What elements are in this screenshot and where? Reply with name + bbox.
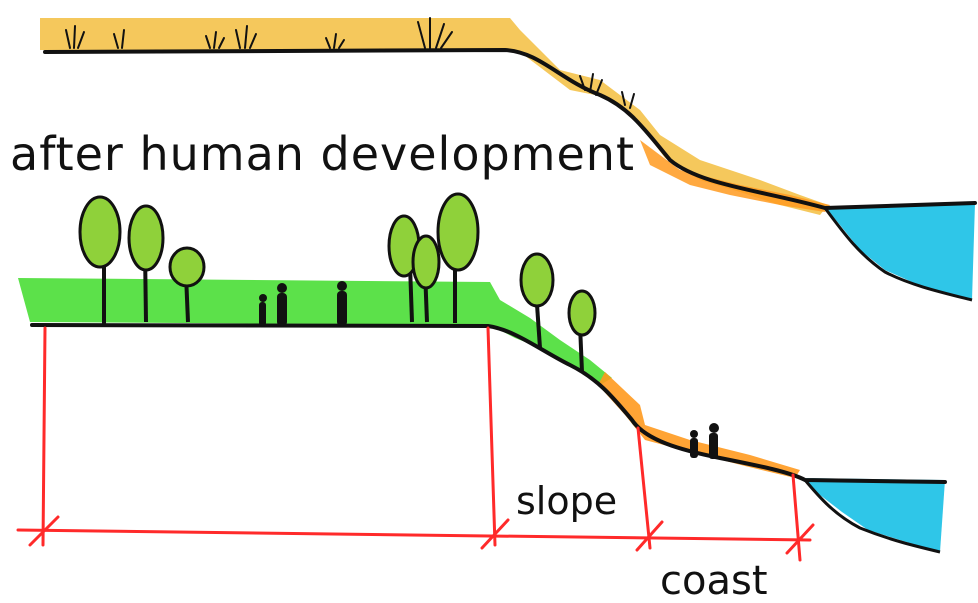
extension-line-coast-end [791,473,802,562]
top-grass-tufts [65,17,635,109]
bottom-profile [18,192,947,554]
slope-label: slope [516,479,617,523]
tree-icon [127,204,165,323]
person-icon [690,430,698,458]
tree-icon [567,289,597,373]
coast-label: coast [660,558,768,603]
top-water [825,203,975,300]
top-water-edge [823,207,973,302]
bottom-ground-line [30,323,947,484]
bottom-water [800,478,945,552]
top-sand-band [640,140,830,212]
heading-text: after human development [10,127,635,181]
beach-band [598,372,800,478]
tree-icon [519,252,555,349]
top-ground-line [43,47,977,211]
person-icon [709,423,719,459]
dimension-line [16,528,812,542]
people [259,281,719,459]
tick-mark [635,520,664,552]
lawn-band [18,278,612,385]
top-profile [40,17,977,302]
top-vegetation-band [40,18,828,215]
trees [78,192,597,373]
extension-line-slope-start [486,326,497,547]
slope-label-bg [512,485,640,523]
tree-icon [168,246,206,323]
bottom-water-edge [803,479,941,554]
tree-icon [411,234,441,323]
tick-mark [480,518,510,550]
tree-icon [78,195,122,326]
extension-line-left [41,326,47,547]
tree-icon [436,192,480,323]
person-icon [259,294,267,326]
measurement-lines [16,326,815,562]
extension-line-slope-end [636,426,652,550]
person-icon [277,283,287,326]
tick-mark [28,515,60,547]
person-icon [337,281,347,326]
tick-mark [785,523,815,555]
